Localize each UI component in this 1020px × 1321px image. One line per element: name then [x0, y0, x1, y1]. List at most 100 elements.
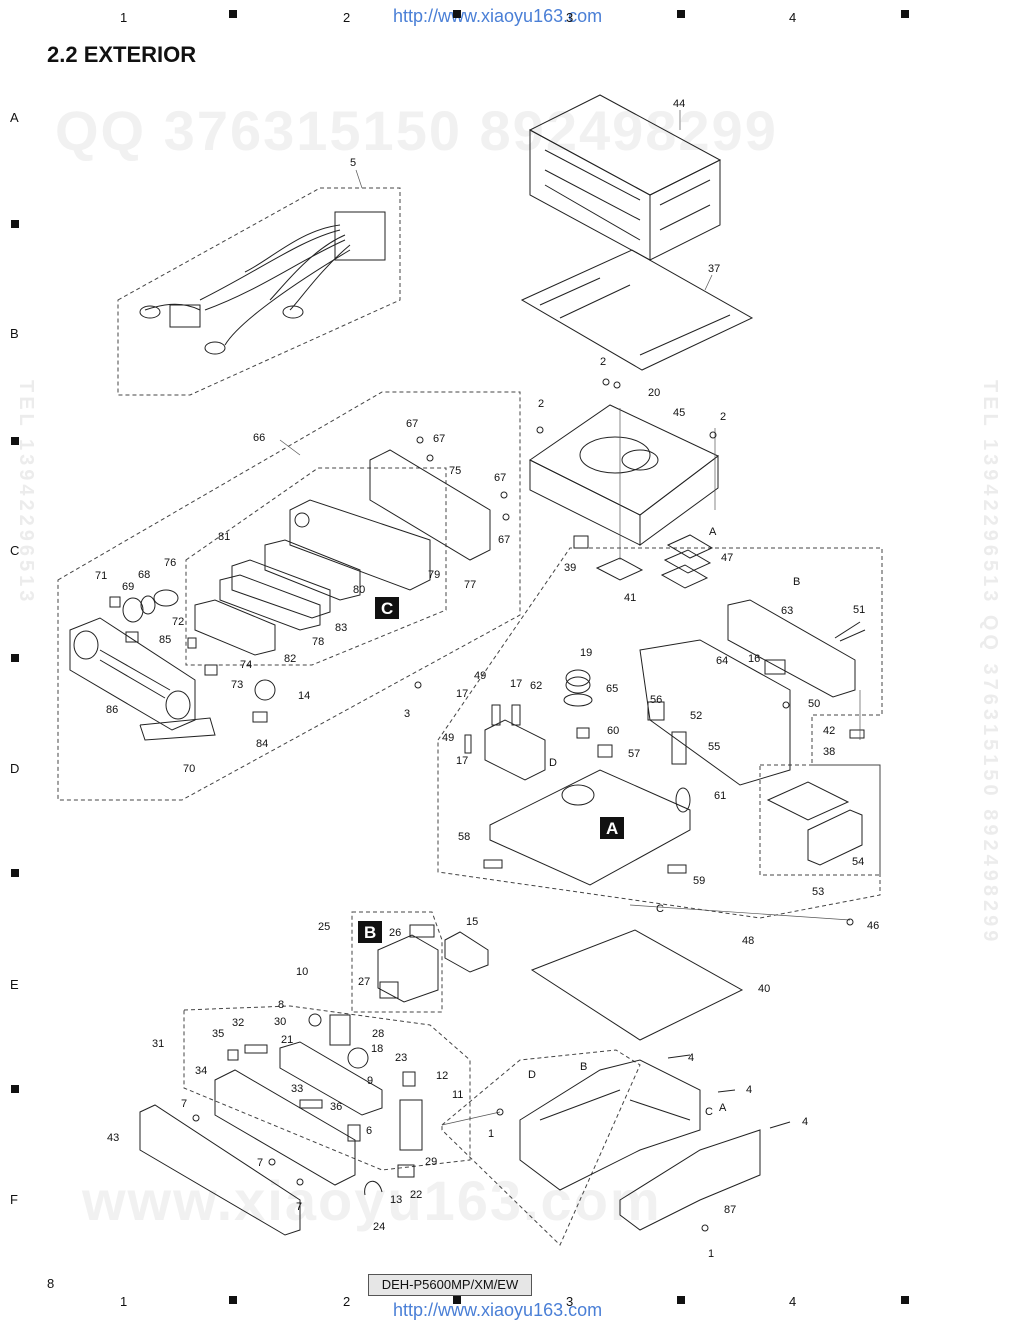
row-letter-c: C: [10, 543, 20, 558]
callout-16: 16: [748, 653, 760, 665]
direction-label-b: B: [580, 1061, 587, 1073]
footer-url-link[interactable]: http://www.xiaoyu163.com: [393, 1300, 603, 1320]
column-number-2: 2: [343, 10, 351, 25]
callout-9: 9: [367, 1075, 373, 1087]
callout-47: 47: [721, 552, 733, 564]
callout-13: 13: [390, 1194, 402, 1206]
footer-column-number-3: 3: [566, 1294, 574, 1309]
callout-65: 65: [606, 683, 618, 695]
callout-54: 54: [852, 856, 864, 868]
callout-10: 10: [296, 966, 308, 978]
sub-assembly-c-outline: [185, 467, 447, 666]
callout-46: 46: [867, 920, 879, 932]
box-label-a: A: [606, 819, 618, 838]
callout-59: 59: [693, 875, 705, 887]
board-a-parts: [464, 599, 856, 886]
callout-32: 32: [232, 1017, 244, 1029]
callout-34: 34: [195, 1065, 207, 1077]
callout-31: 31: [152, 1038, 164, 1050]
callout-86: 86: [106, 704, 118, 716]
front-panel-outline: [57, 391, 521, 801]
callout-26: 26: [389, 927, 401, 939]
column-marker: [677, 10, 685, 18]
callout-17: 17: [456, 688, 468, 700]
callout-48: 48: [742, 935, 754, 947]
callout-67: 67: [406, 418, 418, 430]
front-chassis-part: [139, 1013, 423, 1236]
callout-68: 68: [138, 569, 150, 581]
callout-62: 62: [530, 680, 542, 692]
chassis-front-outline: [183, 1005, 471, 1171]
column-marker: [453, 10, 461, 18]
callout-labels: 1 1 2 2 2 3 4 4 4 5 6 7 7 7 8 9 10 11 12…: [95, 98, 879, 1260]
callout-11: 11: [452, 1089, 463, 1101]
box-label-c-bg: [375, 597, 399, 619]
callout-24: 24: [373, 1221, 385, 1233]
callout-58: 58: [458, 831, 470, 843]
section-title: 2.2 EXTERIOR: [47, 42, 197, 67]
right-vertical-watermark: TEL 13942296513 QQ 376315150 892498299: [979, 380, 1001, 946]
callout-14: 14: [298, 690, 310, 702]
callout-83: 83: [335, 622, 347, 634]
header-url-link[interactable]: http://www.xiaoyu163.com: [393, 6, 603, 26]
column-number-1: 1: [120, 10, 128, 25]
callout-15: 15: [466, 916, 478, 928]
callout-44: 44: [673, 98, 685, 110]
callout-33: 33: [291, 1083, 303, 1095]
box-label-b: B: [364, 923, 376, 942]
callout-4: 4: [746, 1084, 752, 1096]
callout-49: 49: [474, 670, 486, 682]
callout-63: 63: [781, 605, 793, 617]
callout-81: 81: [218, 531, 230, 543]
wire-harness-part: [139, 211, 386, 355]
board-53-parts: [766, 729, 865, 866]
board-53-outline: [759, 764, 881, 876]
footer-column-marker: [453, 1296, 461, 1304]
callout-67: 67: [494, 472, 506, 484]
cd-mechanism-part: [529, 404, 719, 546]
column-marker: [901, 10, 909, 18]
row-letter-f: F: [10, 1192, 18, 1207]
column-marker: [229, 10, 237, 18]
direction-label-c: C: [656, 903, 664, 915]
callout-49: 49: [442, 732, 454, 744]
callout-53: 53: [812, 886, 824, 898]
callout-57: 57: [628, 748, 640, 760]
callout-30: 30: [274, 1016, 286, 1028]
column-number-4: 4: [789, 10, 797, 25]
callout-77: 77: [464, 579, 476, 591]
website-watermark: www.xiaoyu163.com: [82, 1169, 662, 1232]
row-marker: [11, 654, 19, 662]
row-letter-e: E: [10, 977, 19, 992]
row-marker: [11, 1085, 19, 1093]
callout-29: 29: [425, 1156, 437, 1168]
callout-71: 71: [95, 570, 107, 582]
sheet-parts: [573, 534, 714, 589]
callout-12: 12: [436, 1070, 448, 1082]
row-letter-b: B: [10, 326, 19, 341]
callout-7: 7: [257, 1157, 263, 1169]
screw-parts: [192, 378, 866, 1232]
direction-label-d: D: [549, 757, 557, 769]
callout-51: 51: [853, 604, 865, 616]
callout-64: 64: [716, 655, 728, 667]
callout-6: 6: [366, 1125, 372, 1137]
box-label-b-bg: [358, 921, 382, 943]
callout-72: 72: [172, 616, 184, 628]
footer-column-marker: [229, 1296, 237, 1304]
callout-36: 36: [330, 1101, 342, 1113]
callout-18: 18: [371, 1043, 383, 1055]
insulator-sheet-part: [530, 929, 744, 1041]
callout-40: 40: [758, 983, 770, 995]
callout-55: 55: [708, 741, 720, 753]
callout-74: 74: [240, 659, 252, 671]
callout-84: 84: [256, 738, 268, 750]
direction-label-b: B: [793, 576, 800, 588]
callout-75: 75: [449, 465, 461, 477]
callout-27: 27: [358, 976, 370, 988]
row-marker: [11, 869, 19, 877]
callout-8: 8: [278, 999, 284, 1011]
callout-1: 1: [488, 1128, 494, 1140]
row-letter-d: D: [10, 761, 20, 776]
callout-22: 22: [410, 1189, 422, 1201]
